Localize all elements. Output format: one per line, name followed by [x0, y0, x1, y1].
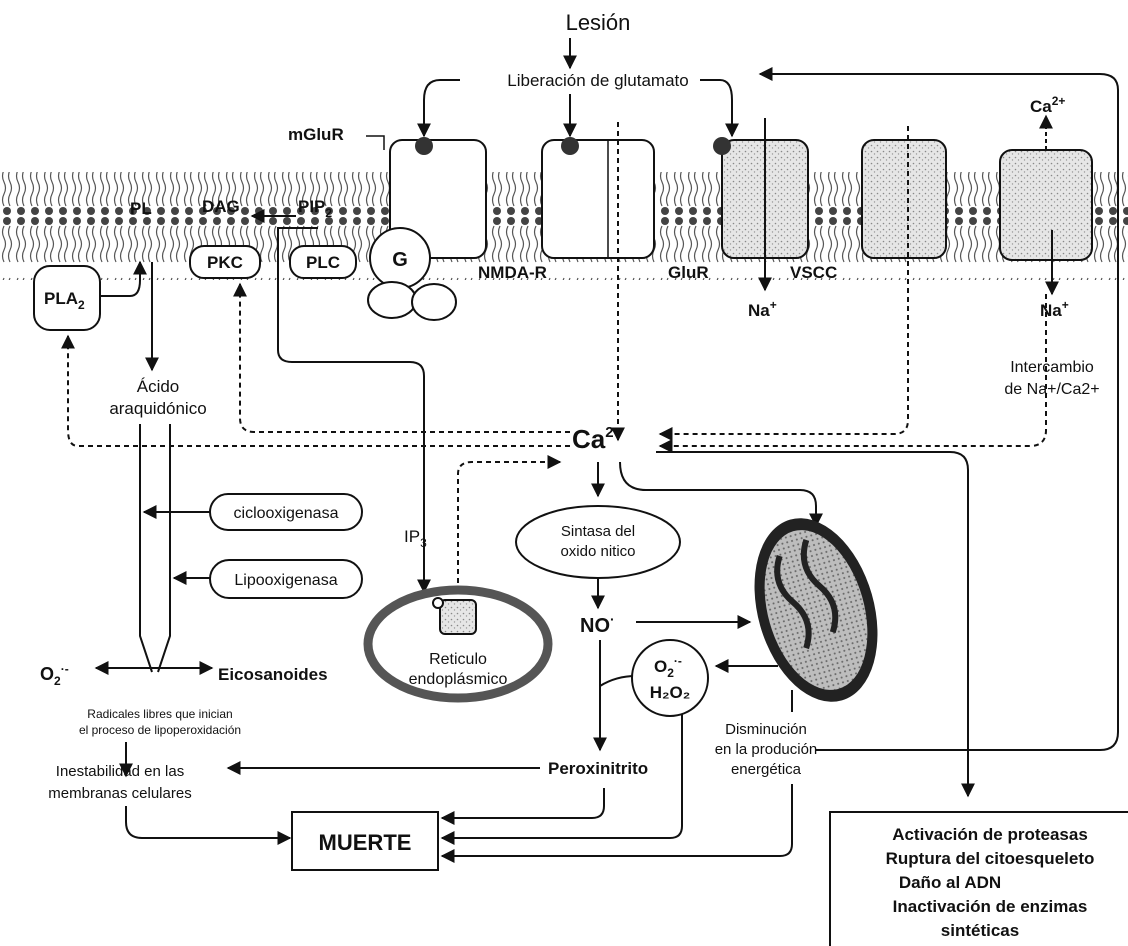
lox-label: Lipooxigenasa — [234, 572, 337, 589]
nos-box — [516, 506, 680, 578]
ca-center-label: Ca2+ — [572, 424, 623, 454]
effect-1: Activación de proteasas — [892, 825, 1088, 844]
g-protein-label: G — [392, 249, 408, 271]
effect-5: sintéticas — [941, 921, 1019, 940]
h2o2-label: H₂O₂ — [650, 683, 691, 702]
energy-label-2: en la produción — [715, 741, 818, 758]
na-right-label: Na+ — [1040, 298, 1069, 320]
nmda-binding-site — [561, 137, 579, 155]
pl-label: PL — [130, 199, 152, 218]
arrow-glu-mglur — [424, 80, 460, 136]
er-label-1: Reticulo — [429, 651, 487, 668]
nos-label-2: oxido nitico — [560, 543, 635, 560]
instability-2: membranas celulares — [48, 785, 191, 802]
death-label: MUERTE — [319, 830, 412, 855]
plc-label: PLC — [306, 253, 340, 272]
dag-label: DAG — [202, 197, 240, 216]
pkc-label: PKC — [207, 253, 243, 272]
nmda-label: NMDA-R — [478, 263, 547, 282]
cox-label: ciclooxigenasa — [234, 505, 339, 522]
energy-label-3: energética — [731, 761, 802, 778]
effect-3: Daño al ADN — [899, 873, 1001, 892]
aa-label-2: araquidónico — [109, 399, 206, 418]
er-label-2: endoplásmico — [409, 671, 508, 688]
effect-2: Ruptura del citoesqueleto — [886, 849, 1095, 868]
instability-1: Inestabilidad en las — [56, 763, 184, 780]
energy-label-1: Disminución — [725, 721, 807, 738]
arrow-glu-glur — [700, 80, 732, 136]
injury-label: Lesión — [566, 10, 631, 35]
free-radicals-1: Radicales libres que inician — [87, 707, 232, 721]
aa-label-1: Ácido — [137, 377, 180, 396]
effect-4: Inactivación de enzimas — [893, 897, 1088, 916]
na-ca-exchanger — [1000, 150, 1092, 260]
nos-label-1: Sintasa del — [561, 523, 635, 540]
vscc-label: VSCC — [790, 263, 837, 282]
mglur-label: mGluR — [288, 125, 344, 144]
nmda-receptor — [542, 140, 654, 258]
na-glur-label: Na+ — [748, 298, 777, 320]
vscc-channel — [862, 140, 946, 258]
exchange-label-1: Intercambio — [1010, 359, 1094, 376]
exchange-label-2: de Na+/Ca2+ — [1004, 381, 1099, 398]
mglur-binding-site — [415, 137, 433, 155]
superoxide-left: O2·- — [40, 662, 69, 688]
eicosanoids-label: Eicosanoides — [218, 665, 328, 684]
glur-label: GluR — [668, 263, 709, 282]
ca-top-label: Ca2+ — [1030, 94, 1065, 116]
no-label: NO· — [580, 611, 615, 637]
free-radicals-2: el proceso de lipoperoxidación — [79, 723, 241, 737]
ip3-receptor — [440, 600, 476, 634]
glutamate-release-label: Liberación de glutamato — [507, 71, 688, 90]
glur-binding-site — [713, 137, 731, 155]
peroxynitrite-label: Peroxinitrito — [548, 759, 648, 778]
